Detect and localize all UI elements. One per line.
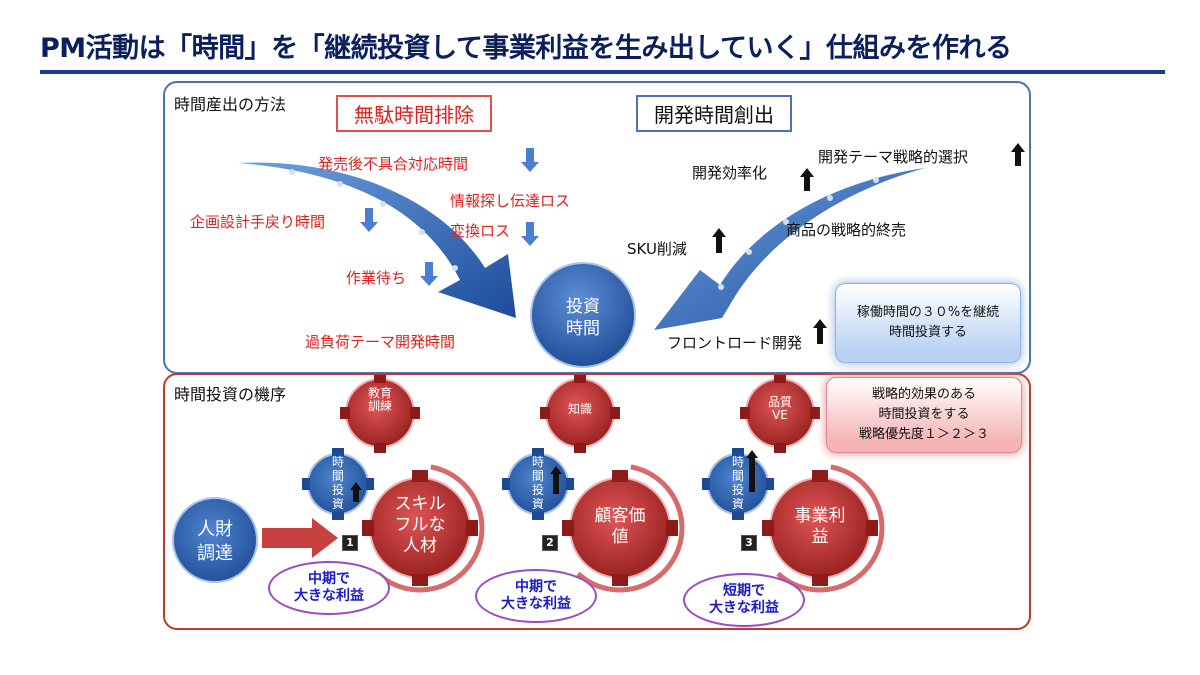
waste-item-waiting: 作業待ち: [346, 269, 407, 287]
time-generation-label: 時間産出の方法: [174, 95, 287, 114]
gear-set-2: [502, 373, 685, 593]
waste-item-info-search-loss: 情報探し伝達ロス: [450, 192, 571, 210]
waste-item-overload: 過負荷テーマ開発時間: [305, 333, 456, 351]
stage-3-small-gear-label: 時間投資: [731, 455, 744, 511]
input-arrow: [262, 518, 338, 558]
waste-elimination-heading: 無駄時間排除: [336, 95, 492, 132]
people-procurement-circle: [172, 497, 258, 583]
create-item-strategic-discontinue: 商品の戦略的終売: [786, 221, 907, 239]
stage-3-benefit: 短期で 大きな利益: [683, 573, 805, 627]
stage-2-big-gear-label: 顧客価値: [594, 506, 646, 547]
page-title: PM活動は「時間」を「継続投資して事業利益を生み出していく」仕組みを作れる: [40, 33, 1012, 64]
stage-2-top-gear-label: 知識: [568, 402, 593, 416]
people-procurement-label: 人財 調達: [185, 518, 245, 566]
people-procurement-line1: 人財: [197, 519, 233, 540]
invest-time-line1: 投資: [566, 297, 600, 317]
stage-2-small-gear-label: 時間投資: [531, 455, 544, 511]
waste-item-after-sales-defects: 発売後不具合対応時間: [318, 155, 469, 173]
stage-1-top-gear-label: 教育訓練: [368, 386, 393, 413]
stage-1-benefit-line2: 大きな利益: [294, 588, 364, 604]
invest-time-line2: 時間: [566, 319, 600, 339]
stage-3-benefit-line2: 大きな利益: [709, 600, 779, 616]
investment-ratio-note: 稼働時間の３０%を継続時間投資する: [835, 283, 1021, 363]
people-procurement-line2: 調達: [197, 543, 233, 564]
invest-time-label: 投資 時間: [553, 296, 613, 340]
stage-1-number: 1: [342, 535, 358, 551]
create-item-sku-reduction: SKU削減: [627, 240, 687, 258]
priority-note-line2: 時間投資をする: [878, 406, 970, 422]
gear-set-1: [302, 373, 485, 593]
time-investment-label: 時間投資の機序: [174, 385, 287, 404]
create-item-strategic-selection: 開発テーマ戦略的選択: [818, 148, 969, 166]
left-curved-arrow: [238, 162, 516, 318]
stage-3-big-gear-label: 事業利益: [794, 506, 846, 547]
time-investment-panel: [163, 373, 1031, 630]
create-item-frontload: フロントロード開発: [667, 334, 803, 352]
stage-3-number: 3: [741, 535, 757, 551]
stage-3-benefit-line1: 短期で: [723, 583, 765, 600]
priority-note-line1: 戦略的効果のある: [871, 386, 976, 402]
title-underline: [40, 70, 1165, 74]
invest-time-circle: [530, 262, 636, 368]
stage-1-benefit-line1: 中期で: [308, 571, 350, 588]
time-creation-heading: 開発時間創出: [636, 95, 792, 132]
waste-item-planning-rework: 企画設計手戻り時間: [190, 213, 326, 231]
right-arrow-dots: [718, 177, 879, 290]
waste-item-conversion-loss: 変換ロス: [450, 222, 511, 240]
stage-2-benefit: 中期で 大きな利益: [475, 569, 597, 623]
down-arrows: [360, 148, 539, 286]
investment-ratio-text: 稼働時間の３０%を継続時間投資する: [856, 304, 1000, 340]
priority-note: 戦略的効果のある 時間投資をする 戦略優先度１＞２＞３: [826, 377, 1022, 453]
stage-1-big-gear-label: スキルフルな人材: [394, 494, 446, 556]
gear-set-3: [702, 373, 885, 593]
stage-3-top-gear-label: 品質VE: [767, 395, 792, 422]
stage-2-number: 2: [542, 535, 558, 551]
stage-1-small-gear-label: 時間投資: [331, 455, 344, 511]
up-arrows: [712, 143, 1025, 344]
stage-1-benefit: 中期で 大きな利益: [268, 561, 390, 615]
create-item-efficiency: 開発効率化: [692, 164, 768, 182]
left-arrow-dots: [289, 169, 458, 271]
stage-2-benefit-line2: 大きな利益: [501, 596, 571, 612]
stage-2-benefit-line1: 中期で: [515, 579, 557, 596]
priority-note-line3: 戦略優先度１＞２＞３: [858, 427, 989, 443]
